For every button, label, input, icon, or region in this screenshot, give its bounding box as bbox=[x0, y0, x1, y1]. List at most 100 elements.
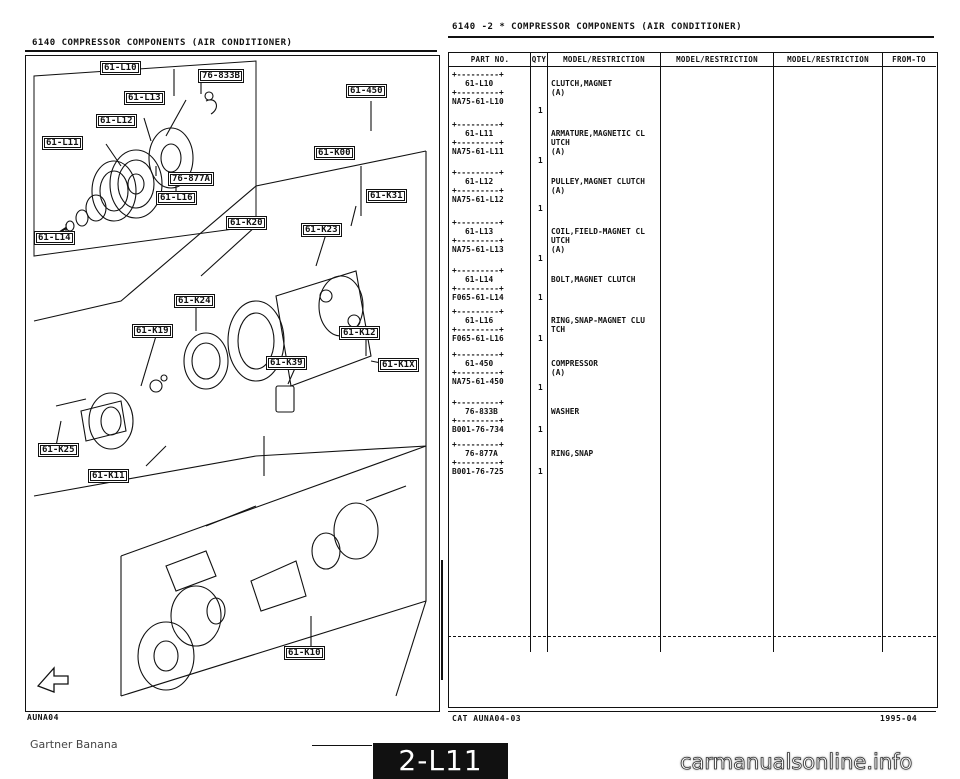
description: ARMATURE,MAGNETIC CL UTCH (A) bbox=[551, 129, 645, 156]
col-header-model-2: MODEL/RESTRICTION bbox=[676, 55, 758, 64]
description: COIL,FIELD-MAGNET CL UTCH (A) bbox=[551, 227, 645, 254]
part-box: +---------+ bbox=[452, 70, 504, 79]
part-box: +---------+ bbox=[452, 218, 504, 227]
callout-61-450[interactable]: 61-450 bbox=[346, 84, 387, 98]
part-box: +---------+ bbox=[452, 440, 504, 449]
gutter-line bbox=[441, 560, 443, 680]
part-number[interactable]: B001-76-734 bbox=[452, 425, 504, 434]
description: CLUTCH,MAGNET (A) bbox=[551, 79, 613, 97]
part-number[interactable]: NA75-61-L12 bbox=[452, 195, 504, 204]
parts-table bbox=[448, 52, 938, 708]
description: RING,SNAP bbox=[551, 449, 594, 458]
part-box: +---------+ bbox=[452, 325, 504, 334]
front-arrow-icon bbox=[36, 666, 69, 693]
quantity: 1 bbox=[538, 425, 543, 434]
quantity: 1 bbox=[538, 467, 543, 476]
part-number[interactable]: F065-61-L16 bbox=[452, 334, 504, 343]
part-box: +---------+ bbox=[452, 266, 504, 275]
part-number[interactable]: NA75-61-L13 bbox=[452, 245, 504, 254]
part-box: +---------+ bbox=[452, 284, 504, 293]
callout-61-L12[interactable]: 61-L12 bbox=[96, 114, 137, 128]
part-box: +---------+ bbox=[452, 458, 504, 467]
ref-code: 61-L11 bbox=[465, 129, 494, 138]
col-header-part-no: PART NO. bbox=[470, 55, 510, 64]
callout-61-K00[interactable]: 61-K00 bbox=[314, 146, 355, 160]
quantity: 1 bbox=[538, 156, 543, 165]
ref-code: 76-877A bbox=[465, 449, 498, 458]
callout-61-K10[interactable]: 61-K10 bbox=[284, 646, 325, 660]
callout-61-K25[interactable]: 61-K25 bbox=[38, 443, 79, 457]
right-footer-rule bbox=[448, 711, 936, 712]
left-page-header: 6140 COMPRESSOR COMPONENTS (AIR CONDITIO… bbox=[32, 38, 293, 48]
callout-76-833B[interactable]: 76-833B bbox=[198, 69, 244, 83]
page-number-banner: 2-L11 bbox=[373, 743, 508, 779]
ref-code: 61-L16 bbox=[465, 316, 494, 325]
left-page-footer: AUNA04 bbox=[27, 713, 59, 722]
callout-61-K23[interactable]: 61-K23 bbox=[301, 223, 342, 237]
part-number[interactable]: NA75-61-L10 bbox=[452, 97, 504, 106]
left-header-rule bbox=[25, 50, 437, 52]
part-box: +---------+ bbox=[452, 368, 504, 377]
callout-61-K31[interactable]: 61-K31 bbox=[366, 189, 407, 203]
quantity: 1 bbox=[538, 204, 543, 213]
col-rule-2 bbox=[547, 52, 548, 652]
description: RING,SNAP-MAGNET CLU TCH bbox=[551, 316, 645, 334]
quantity: 1 bbox=[538, 383, 543, 392]
table-end-rule bbox=[448, 636, 936, 637]
ref-code: 61-L12 bbox=[465, 177, 494, 186]
banner-lead-rule bbox=[312, 745, 372, 746]
part-box: +---------+ bbox=[452, 186, 504, 195]
ref-code: 61-450 bbox=[465, 359, 494, 368]
part-box: +---------+ bbox=[452, 138, 504, 147]
quantity: 1 bbox=[538, 334, 543, 343]
catalog-date: 1995-04 bbox=[880, 714, 918, 723]
description: COMPRESSOR (A) bbox=[551, 359, 598, 377]
left-footer-rule bbox=[25, 711, 438, 712]
col-header-model-1: MODEL/RESTRICTION bbox=[563, 55, 645, 64]
col-header-model-3: MODEL/RESTRICTION bbox=[787, 55, 869, 64]
ref-code: 61-L10 bbox=[465, 79, 494, 88]
col-rule-1 bbox=[530, 52, 531, 652]
callout-61-L10[interactable]: 61-L10 bbox=[100, 61, 141, 75]
callout-61-L11[interactable]: 61-L11 bbox=[42, 136, 83, 150]
callout-61-K19[interactable]: 61-K19 bbox=[132, 324, 173, 338]
part-box: +---------+ bbox=[452, 350, 504, 359]
quantity: 1 bbox=[538, 293, 543, 302]
part-box: +---------+ bbox=[452, 307, 504, 316]
ref-code: 61-L13 bbox=[465, 227, 494, 236]
quantity: 1 bbox=[538, 254, 543, 263]
callout-61-K39[interactable]: 61-K39 bbox=[266, 356, 307, 370]
description: WASHER bbox=[551, 407, 580, 416]
callout-61-L16[interactable]: 61-L16 bbox=[156, 191, 197, 205]
part-number[interactable]: F065-61-L14 bbox=[452, 293, 504, 302]
callout-76-877A[interactable]: 76-877A bbox=[168, 172, 214, 186]
description: PULLEY,MAGNET CLUTCH (A) bbox=[551, 177, 645, 195]
callout-61-K12[interactable]: 61-K12 bbox=[339, 326, 380, 340]
callout-61-K1X[interactable]: 61-K1X bbox=[378, 358, 419, 372]
ref-code: 76-833B bbox=[465, 407, 498, 416]
callout-61-K24[interactable]: 61-K24 bbox=[174, 294, 215, 308]
col-header-qty: QTY bbox=[531, 55, 547, 64]
col-rule-3 bbox=[660, 52, 661, 652]
catalog-code: CAT AUNA04-03 bbox=[452, 714, 522, 723]
part-number[interactable]: B001-76-725 bbox=[452, 467, 504, 476]
callout-61-K20[interactable]: 61-K20 bbox=[226, 216, 267, 230]
part-box: +---------+ bbox=[452, 120, 504, 129]
part-box: +---------+ bbox=[452, 416, 504, 425]
part-number[interactable]: NA75-61-450 bbox=[452, 377, 504, 386]
right-header-rule bbox=[448, 36, 934, 38]
callout-61-L14[interactable]: 61-L14 bbox=[34, 231, 75, 245]
ref-code: 61-L14 bbox=[465, 275, 494, 284]
callout-61-L13[interactable]: 61-L13 bbox=[124, 91, 165, 105]
watermark-left: Gartner Banana bbox=[30, 738, 118, 751]
compressor-drawing bbox=[33, 60, 427, 697]
watermark-right[interactable]: carmanualsonline.info bbox=[680, 750, 913, 775]
description: BOLT,MAGNET CLUTCH bbox=[551, 275, 636, 284]
exploded-diagram: 61-L10 76-833B 61-L13 61-450 61-L12 61-L… bbox=[25, 55, 440, 712]
part-number[interactable]: NA75-61-L11 bbox=[452, 147, 504, 156]
part-box: +---------+ bbox=[452, 88, 504, 97]
col-header-from-to: FROM-TO bbox=[892, 55, 926, 64]
header-row-rule bbox=[448, 66, 936, 67]
callout-61-K11[interactable]: 61-K11 bbox=[88, 469, 129, 483]
part-box: +---------+ bbox=[452, 168, 504, 177]
